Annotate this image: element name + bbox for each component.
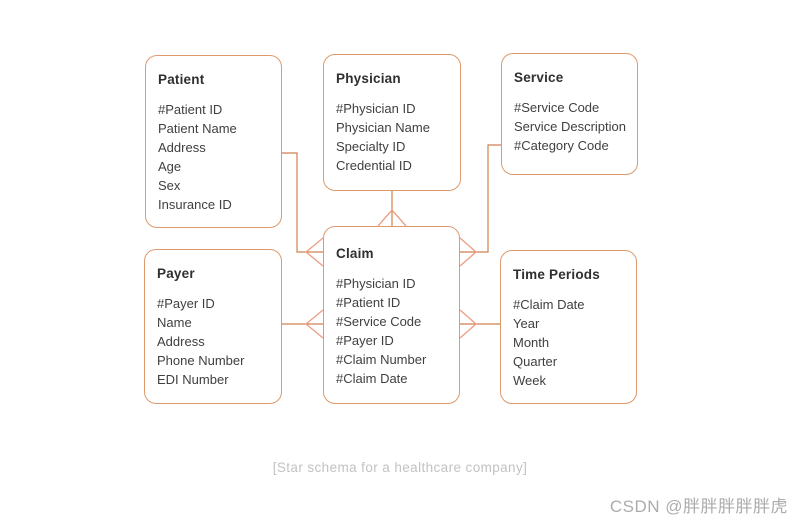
entity-payer: Payer #Payer ID Name Address Phone Numbe…	[144, 249, 282, 404]
entity-title: Payer	[157, 266, 195, 281]
entity-field: EDI Number	[157, 372, 229, 387]
entity-field: #Payer ID	[336, 333, 394, 348]
crow-foot-icon	[304, 237, 324, 267]
entity-claim: Claim #Physician ID #Patient ID #Service…	[323, 226, 460, 404]
entity-field: Address	[157, 334, 205, 349]
entity-field: Patient Name	[158, 121, 237, 136]
entity-field: Name	[157, 315, 192, 330]
entity-field: #Patient ID	[158, 102, 223, 117]
entity-field: Month	[513, 335, 550, 350]
crow-foot-icon	[377, 208, 407, 227]
entity-field: Physician Name	[336, 120, 430, 135]
entity-field: #Service Code	[514, 100, 600, 115]
entity-field: #Claim Number	[336, 352, 427, 367]
entity-field: #Category Code	[514, 138, 609, 153]
connector-payer-claim	[282, 309, 324, 339]
entity-field: #Service Code	[336, 314, 422, 329]
entity-field: Phone Number	[157, 353, 245, 368]
entity-service: Service #Service Code Service Descriptio…	[501, 53, 638, 175]
entity-field: Specialty ID	[336, 139, 406, 154]
entity-field: Sex	[158, 178, 181, 193]
entity-field: #Physician ID	[336, 101, 416, 116]
connector-timeperiods-claim	[459, 309, 500, 339]
entity-title: Service	[514, 70, 564, 85]
csdn-watermark: CSDN @胖胖胖胖胖虎	[609, 497, 788, 516]
entity-field: #Claim Date	[513, 297, 585, 312]
entity-physician: Physician #Physician ID Physician Name S…	[323, 54, 461, 191]
connector-patient-claim	[282, 152, 324, 267]
entity-field: Credential ID	[336, 158, 412, 173]
crow-foot-icon	[459, 309, 478, 339]
entity-field: Week	[513, 373, 546, 388]
entity-title: Time Periods	[513, 267, 600, 282]
entity-field: Service Description	[514, 119, 626, 134]
entity-patient: Patient #Patient ID Patient Name Address…	[145, 55, 282, 228]
entity-field: Age	[158, 159, 182, 174]
connector-physician-claim	[377, 191, 407, 227]
entity-field: #Physician ID	[336, 276, 416, 291]
entity-field: Year	[513, 316, 540, 331]
diagram-caption: [Star schema for a healthcare company]	[272, 460, 528, 475]
crow-foot-icon	[304, 309, 324, 339]
entity-field: #Patient ID	[336, 295, 401, 310]
entity-title: Claim	[336, 246, 374, 261]
entity-field: #Claim Date	[336, 371, 408, 386]
connector-service-claim	[459, 144, 501, 267]
entity-field: #Payer ID	[157, 296, 215, 311]
entity-field: Quarter	[513, 354, 558, 369]
entity-time-periods: Time Periods #Claim Date Year Month Quar…	[500, 250, 637, 404]
entity-field: Insurance ID	[158, 197, 232, 212]
crow-foot-icon	[459, 237, 478, 267]
entity-field: Address	[158, 140, 206, 155]
entity-title: Physician	[336, 71, 401, 86]
entity-title: Patient	[158, 72, 205, 87]
